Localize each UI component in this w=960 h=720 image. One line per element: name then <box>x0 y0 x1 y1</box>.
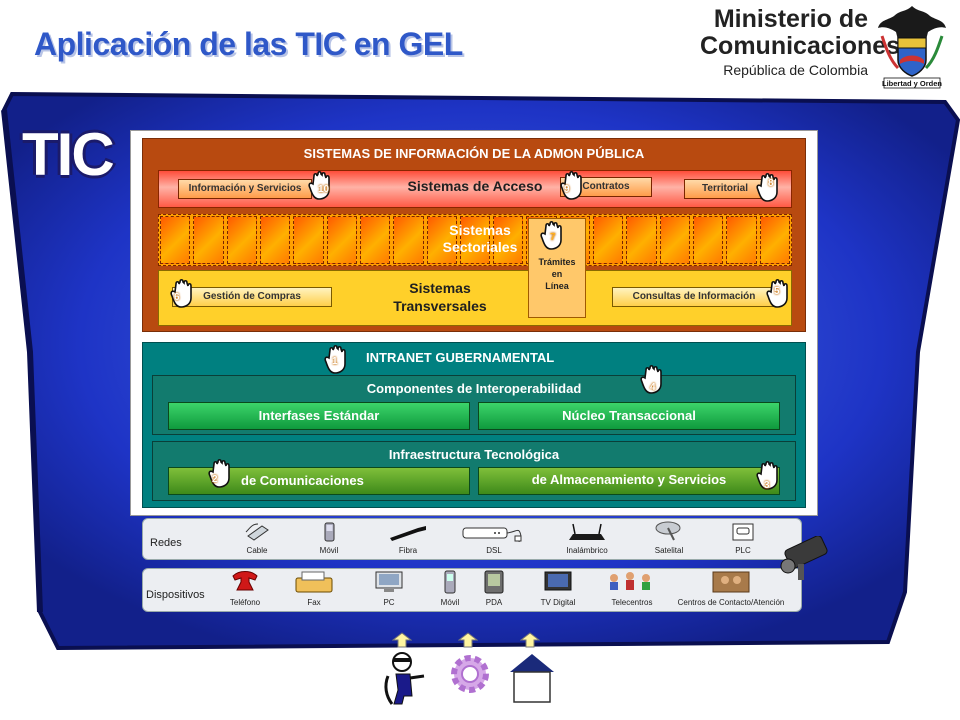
contact-center-icon <box>712 571 750 593</box>
chip-information-queries: Consultas de Información <box>612 287 776 307</box>
access-systems-label: Sistemas de Acceso <box>407 178 543 194</box>
marker-number: 6 <box>174 292 180 303</box>
marker-number: 3 <box>764 480 770 491</box>
network-mobile: Móvil <box>306 522 352 555</box>
device-telecentres: Telecentros <box>602 570 662 607</box>
transactional-core: Núcleo Transaccional <box>478 402 780 430</box>
networks-label: Redes <box>150 537 182 549</box>
up-arrow-icon <box>520 632 540 648</box>
device-telephone: Teléfono <box>224 570 266 607</box>
transversal-systems-label: Sistemas Transversales <box>393 280 487 314</box>
online-procedures-label: Trámites en Línea <box>538 257 576 291</box>
pc-monitor-icon <box>375 571 403 592</box>
pda-icon <box>484 570 504 594</box>
device-pda: PDA <box>478 570 510 607</box>
marker-number: 4 <box>650 382 656 393</box>
mobile-phone-icon <box>444 570 456 594</box>
standard-interfaces: Interfases Estándar <box>168 402 470 430</box>
dsl-modem-icon <box>462 527 522 543</box>
digital-tv-icon <box>544 571 572 591</box>
hand-icon <box>558 170 586 200</box>
coat-of-arms-icon: Libertad y Orden <box>878 6 946 89</box>
security-camera-icon <box>780 536 828 580</box>
device-contact-centers: Centros de Contacto/Atención <box>666 570 796 607</box>
infrastructure-title: Infraestructura Tecnológica <box>388 447 560 462</box>
hand-icon <box>206 458 234 488</box>
marker-number: 1 <box>332 356 338 367</box>
telephone-icon <box>232 571 258 591</box>
satellite-dish-icon <box>655 521 681 541</box>
network-satellite: Satelital <box>646 520 692 555</box>
marker-number: 2 <box>212 474 218 485</box>
network-cable: Cable <box>234 522 280 555</box>
devices-label: Dispositivos <box>146 589 205 601</box>
chip-territorial: Territorial <box>684 179 766 199</box>
telecentre-icon <box>610 572 650 590</box>
business-building-icon <box>510 654 554 703</box>
admin-systems-title: SISTEMAS DE INFORMACIÓN DE LA ADMON PÚBL… <box>303 146 645 161</box>
seal-motto: Libertad y Orden <box>882 79 942 88</box>
marker-number: 5 <box>774 286 780 297</box>
device-digital-tv: TV Digital <box>532 570 584 607</box>
network-wireless: Inalámbrico <box>556 522 618 555</box>
device-pc: PC <box>368 570 410 607</box>
interoperability-title: Componentes de Interoperabilidad <box>366 381 582 396</box>
tic-label: TIC <box>22 121 115 188</box>
marker-number: 8 <box>768 178 774 189</box>
sectoral-systems-label: Sistemas Sectoriales <box>442 222 518 255</box>
device-fax: Fax <box>290 570 338 607</box>
fax-machine-icon <box>295 571 333 593</box>
chip-contracts: Contratos <box>560 177 652 197</box>
mobile-phone-icon <box>324 522 335 542</box>
ministry-name: Ministerio de Comunicaciones República d… <box>700 5 901 80</box>
fiber-cable-icon <box>390 526 426 541</box>
wireless-router-icon <box>569 523 605 540</box>
intranet-title: INTRANET GUBERNAMENTAL <box>366 350 555 365</box>
marker-number: 10 <box>318 184 330 195</box>
page-title: Aplicación de las TIC en GEL <box>34 26 463 62</box>
ministry-line-3: República de Colombia <box>723 62 868 78</box>
device-mobile: Móvil <box>436 570 464 607</box>
up-arrow-icon <box>392 632 412 648</box>
chip-procurement: Gestión de Compras <box>172 287 332 307</box>
marker-number: 7 <box>550 232 556 243</box>
chip-information-services: Información y Servicios <box>178 179 312 199</box>
ministry-line-1: Ministerio de <box>713 5 868 33</box>
gear-icon <box>451 655 489 693</box>
network-dsl: DSL <box>456 522 532 555</box>
up-arrow-icon <box>458 632 478 648</box>
network-fiber: Fibra <box>380 522 436 555</box>
hand-icon <box>168 278 196 308</box>
storage-services-infra: de Almacenamiento y Servicios <box>478 467 780 495</box>
citizen-icon <box>384 652 425 705</box>
marker-number: 9 <box>564 184 570 195</box>
cable-modem-icon <box>245 523 269 541</box>
ministry-line-2: Comunicaciones <box>700 32 901 60</box>
power-outlet-icon <box>732 523 754 541</box>
network-plc: PLC <box>720 522 766 555</box>
